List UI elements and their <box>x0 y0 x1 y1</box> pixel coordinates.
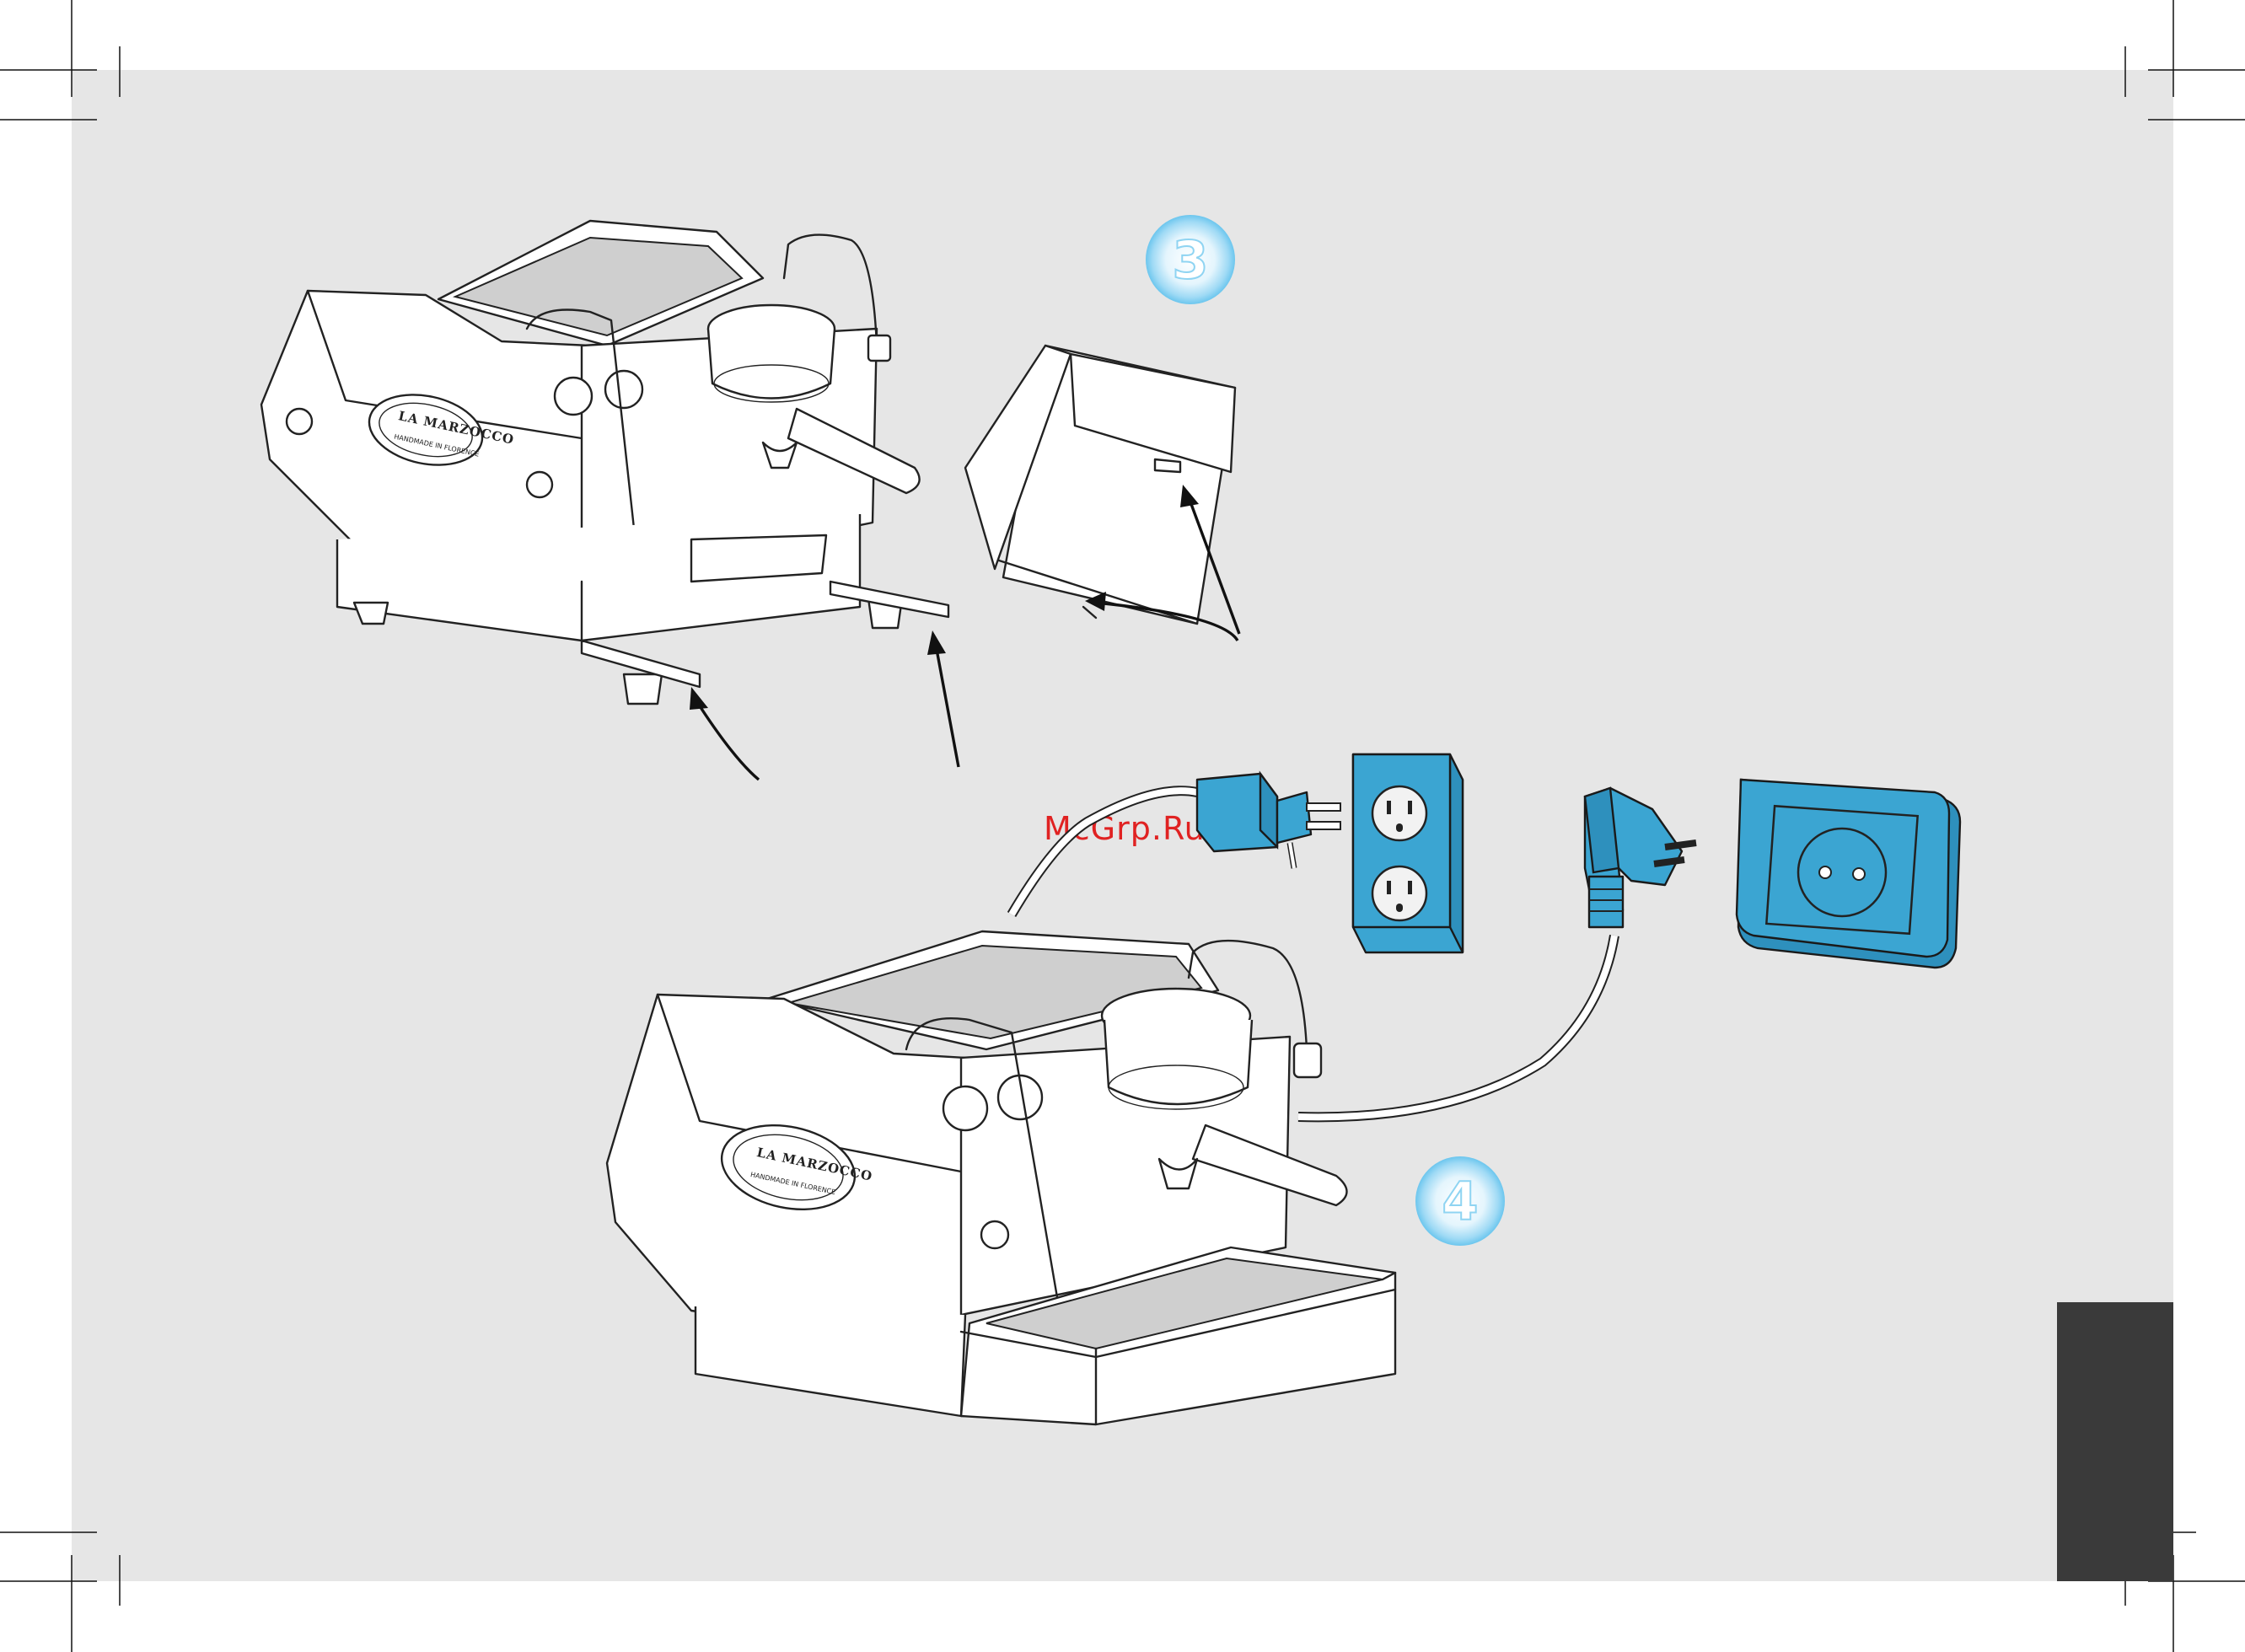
step-4-badge: 4 <box>1415 1156 1505 1246</box>
schuko-outlet-icon <box>1737 780 1960 968</box>
section-side-tab <box>2057 1302 2173 1581</box>
step-4-number: 4 <box>1442 1171 1478 1232</box>
espresso-machine-illustration: LA MARZOCCO HANDMADE IN FLORENCE <box>261 221 948 704</box>
us-plug-icon <box>1197 774 1340 868</box>
espresso-machine-illustration: LA MARZOCCO HANDMADE IN FLORENCE <box>607 931 1395 1424</box>
pointer-arrow-icon <box>690 630 959 780</box>
us-outlet-icon <box>1353 754 1463 952</box>
water-reservoir-illustration <box>965 346 1235 624</box>
step-3-number: 3 <box>1172 229 1208 291</box>
schuko-plug-icon <box>1585 788 1696 927</box>
step-3-badge: 3 <box>1146 215 1235 304</box>
